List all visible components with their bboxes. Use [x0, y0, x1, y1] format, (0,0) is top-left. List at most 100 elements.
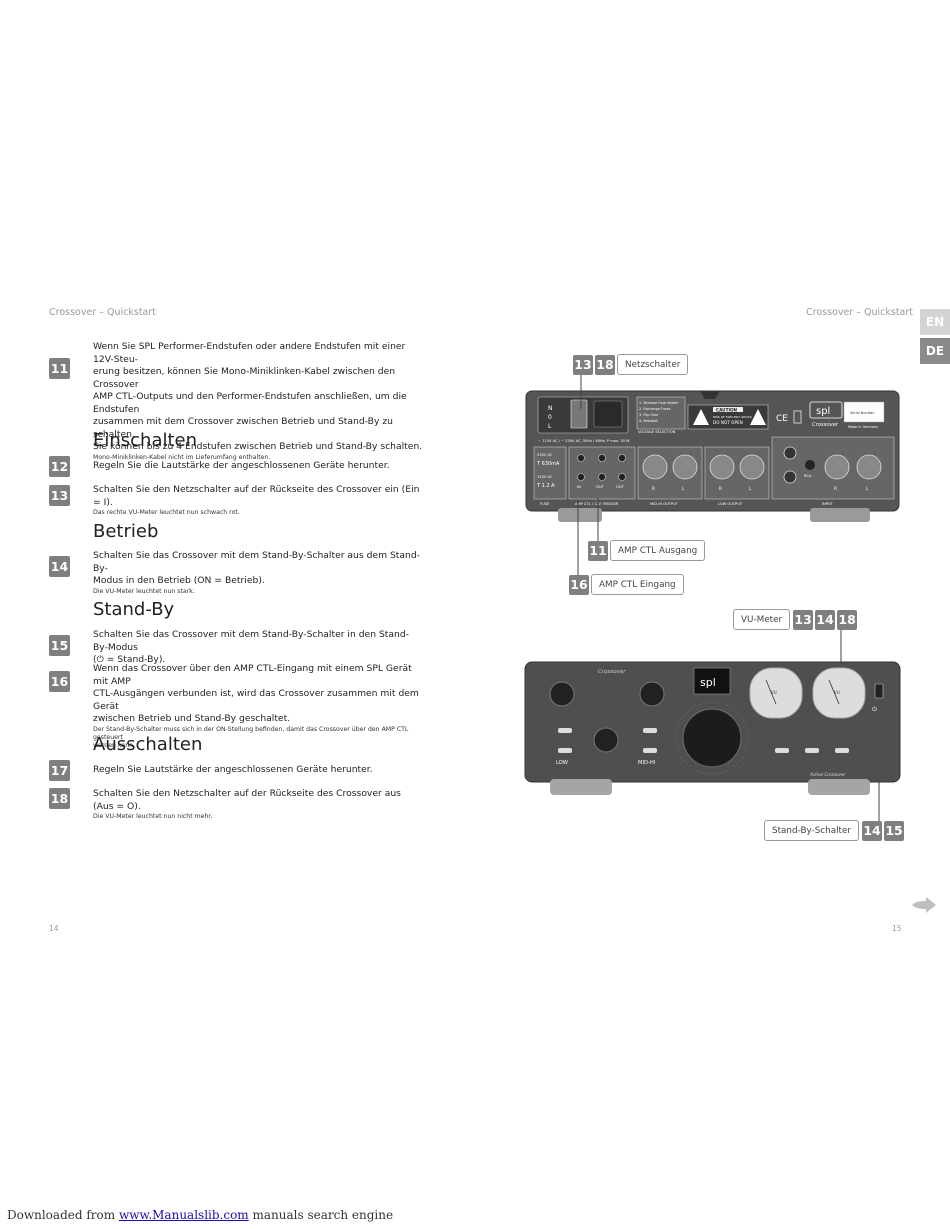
step-badge-18: 18 — [49, 788, 70, 809]
page-number-right: 15 — [892, 924, 902, 933]
low-toggle-2[interactable] — [558, 748, 572, 753]
caution-title: CAUTION — [716, 408, 738, 413]
section-label-low: LOW OUTPUT — [718, 502, 743, 506]
front-label-low: LOW — [556, 760, 568, 766]
callout-label-standby: Stand-By-Schalter — [764, 820, 860, 841]
next-page-arrow-icon[interactable] — [912, 897, 936, 913]
rear-foot-left — [558, 508, 602, 522]
input-xlr-l — [856, 454, 882, 480]
switch-label-n: N — [548, 405, 553, 412]
section-label-midhi: MID-HI OUTPUT — [650, 502, 679, 506]
input-label-l: L — [866, 486, 869, 491]
standby-switch[interactable] — [874, 683, 884, 699]
serial-plate — [843, 401, 885, 423]
voltage-step-4: 4. Reinstall — [639, 419, 658, 423]
step-12-body: Regeln Sie die Lautstärke der angeschlos… — [93, 460, 390, 471]
intro-text: Wenn Sie SPL Performer-Endstufen oder an… — [93, 341, 423, 462]
amp-ctl-in-jack — [577, 473, 585, 481]
callout-num-sb-14: 14 — [862, 820, 883, 841]
heading-einschalten: Einschalten — [93, 430, 198, 451]
rear-notch — [700, 391, 720, 399]
low-toggle-1[interactable] — [558, 728, 572, 733]
page-number-left: 14 — [49, 924, 59, 933]
mid-hi-xlr-r — [642, 454, 668, 480]
footer-link[interactable]: www.Manualslib.com — [118, 1208, 249, 1222]
mid-hi-toggle-1[interactable] — [643, 728, 657, 733]
low-freq-knob[interactable] — [549, 681, 575, 707]
heading-standby: Stand-By — [93, 599, 175, 620]
vu-needle-right — [828, 679, 840, 705]
vu-meter-left — [749, 667, 803, 719]
switch-label-l: L — [548, 423, 552, 430]
fuse-value-3: 115V AC — [537, 475, 553, 479]
vu-toggle-2[interactable] — [805, 748, 819, 753]
callout-vu: VU-Meter 13 14 18 — [733, 609, 859, 630]
jack-label-out-1: OUT — [596, 485, 604, 489]
amp-ctl-out-jack-3 — [618, 454, 626, 462]
front-label-mid-hi: MID-HI — [638, 760, 656, 766]
low-label-l: L — [749, 486, 752, 491]
callout-num-11: 11 — [588, 540, 608, 561]
step-14-note: Die VU-Meter leuchtet nun stark. — [93, 587, 195, 595]
mid-hi-toggle-2[interactable] — [643, 748, 657, 753]
step-badge-15: 15 — [49, 635, 70, 656]
step-13-note: Das rechte VU-Meter leuchtet nun schwach… — [93, 509, 240, 516]
input-selector-switch[interactable] — [805, 460, 815, 470]
low-xlr-r — [709, 454, 735, 480]
power-switch[interactable] — [570, 399, 588, 429]
rear-panel-illustration: N 0 L 1. Remove Fuse Holder 2. Exchange … — [525, 390, 900, 522]
lang-tab-de[interactable]: DE — [920, 338, 950, 364]
mid-hi-label-l: L — [682, 486, 685, 491]
step-text-18: Schalten Sie den Netzschalter auf der Rü… — [93, 788, 423, 821]
callout-num-vu-18: 18 — [837, 609, 858, 630]
main-level-knob[interactable] — [682, 708, 742, 768]
step-text-14: Schalten Sie das Crossover mit dem Stand… — [93, 550, 423, 596]
callout-num-13: 13 — [573, 354, 593, 375]
input-label-r: R — [834, 486, 837, 491]
input-xlr-r — [824, 454, 850, 480]
mid-hi-freq-knob[interactable] — [639, 681, 665, 707]
jack-label-in: IN — [577, 485, 581, 489]
rca-jack-l — [783, 446, 797, 460]
rear-model-name: Crossover — [812, 422, 839, 428]
step-text-16: Wenn das Crossover über den AMP CTL-Eing… — [93, 663, 423, 750]
running-head-left: Crossover – Quickstart — [49, 307, 157, 318]
front-brand-bottom: Active Crossover — [809, 772, 846, 777]
callout-num-sb-15: 15 — [884, 820, 905, 841]
step-18-body: Schalten Sie den Netzschalter auf der Rü… — [93, 788, 401, 812]
vu-toggle-1[interactable] — [775, 748, 789, 753]
step-badge-17: 17 — [49, 760, 70, 781]
running-head-right: Crossover – Quickstart — [806, 307, 914, 318]
fuse-value-2: T 630mA — [536, 461, 560, 467]
section-label-fuse: FUSE — [540, 502, 550, 506]
rear-brand-logo: spl — [816, 406, 830, 417]
caution-line-3: DO NOT OPEN — [713, 420, 743, 425]
step-badge-16: 16 — [49, 671, 70, 692]
front-foot-left — [550, 779, 612, 795]
callout-num-18: 18 — [595, 354, 615, 375]
standby-power-icon: ⏻ — [872, 706, 877, 713]
vu-toggle-3[interactable] — [835, 748, 849, 753]
amp-ctl-out-jack-2 — [598, 473, 606, 481]
phase-knob[interactable] — [593, 727, 619, 753]
fuse-value-1: 230V AC — [537, 453, 553, 457]
callout-num-vu-13: 13 — [793, 609, 814, 630]
callout-amp-out: 11 AMP CTL Ausgang — [588, 540, 706, 561]
voltage-selection-label: VOLTAGE SELECTION — [638, 430, 676, 434]
heading-betrieb: Betrieb — [93, 521, 159, 542]
callout-label-vu: VU-Meter — [733, 609, 791, 630]
voltage-step-2: 2. Exchange Fuses — [639, 407, 671, 411]
lang-tab-en[interactable]: EN — [920, 309, 950, 335]
heading-ausschalten: Ausschalten — [93, 734, 203, 755]
section-label-input: INPUT — [822, 502, 834, 506]
low-label-r: R — [719, 486, 722, 491]
fuse-box — [533, 446, 567, 500]
front-brand-logo: spl — [700, 676, 716, 689]
step-17-body: Regeln Sie Lautstärke der angeschlossene… — [93, 764, 373, 775]
callout-standby: Stand-By-Schalter 14 15 — [764, 820, 906, 841]
footer-suffix: manuals search engine — [248, 1208, 394, 1222]
rca-jack-r — [783, 470, 797, 484]
step-16-body: Wenn das Crossover über den AMP CTL-Eing… — [93, 663, 419, 724]
mains-spec: ~ 115V AC / ~ 230V AC, 50Hz / 60Hz, P ma… — [538, 439, 630, 443]
rear-foot-right — [810, 508, 870, 522]
